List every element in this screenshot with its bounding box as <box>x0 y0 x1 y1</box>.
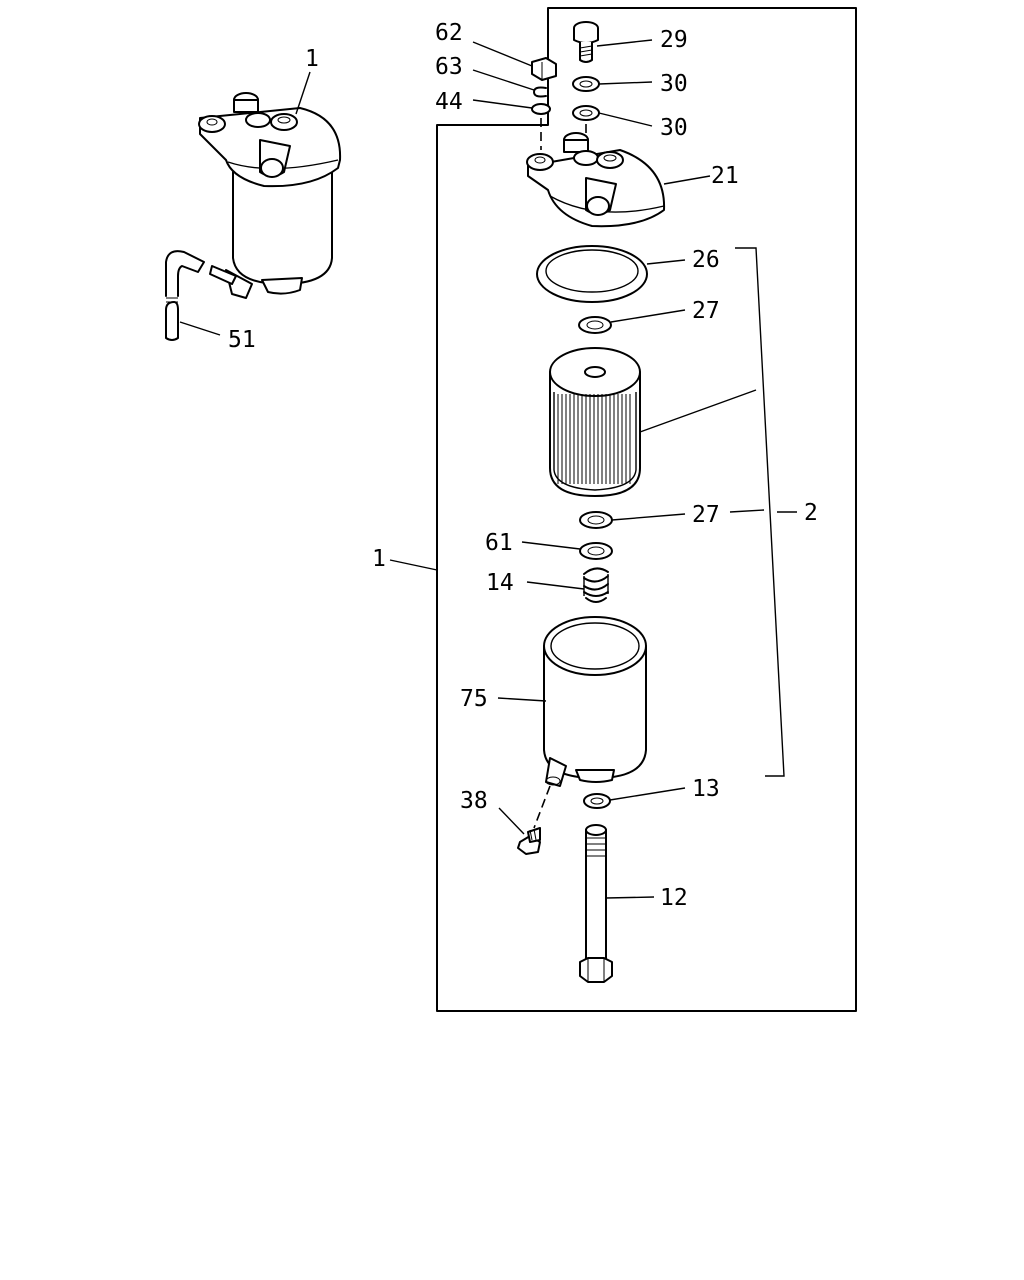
center-bolt-illustration <box>579 824 613 983</box>
callout-63: 63 <box>435 54 463 80</box>
filter-element-illustration <box>549 347 641 497</box>
washer-small-illustration <box>531 103 551 115</box>
plug-bolt-illustration <box>573 21 599 63</box>
o-ring-bottom-illustration <box>583 793 611 809</box>
head-gasket-illustration <box>536 245 648 303</box>
callout-27-upper: 27 <box>692 298 720 324</box>
drain-plug-illustration <box>517 827 541 855</box>
callout-51: 51 <box>228 327 256 353</box>
callout-26: 26 <box>692 247 720 273</box>
callout-21: 21 <box>711 163 739 189</box>
callout-75: 75 <box>460 686 488 712</box>
callout-13: 13 <box>692 776 720 802</box>
hose-illustration <box>165 250 205 341</box>
callout-12: 12 <box>660 885 688 911</box>
washer-upper-illustration <box>572 76 600 92</box>
callout-27-lower: 27 <box>692 502 720 528</box>
callout-44: 44 <box>435 89 463 115</box>
callout-1-inset: 1 <box>305 46 319 72</box>
drain-axis <box>533 785 551 829</box>
lock-ring-illustration <box>533 86 547 98</box>
seal-upper-illustration <box>578 316 612 334</box>
spring-illustration <box>583 567 609 603</box>
callout-29: 29 <box>660 27 688 53</box>
washer-spring-illustration <box>579 542 613 560</box>
callout-30-lower: 30 <box>660 115 688 141</box>
inset-assembly-illustration <box>165 92 342 341</box>
callout-61: 61 <box>485 530 513 556</box>
filter-pleats <box>557 394 631 484</box>
callout-30-upper: 30 <box>660 71 688 97</box>
bowl-illustration <box>543 616 647 787</box>
callout-1-main: 1 <box>372 546 386 572</box>
washer-lower-illustration <box>572 105 600 121</box>
kit-bracket <box>735 247 785 777</box>
filter-head-illustration <box>526 132 666 228</box>
callout-labels: 1 62 63 44 29 30 30 21 26 27 27 2 61 1 1… <box>228 20 818 911</box>
callout-14: 14 <box>486 570 514 596</box>
seal-lower-illustration <box>579 511 613 529</box>
callout-62: 62 <box>435 20 463 46</box>
nut-illustration <box>531 57 557 81</box>
leader-lines <box>179 39 797 899</box>
callout-2: 2 <box>804 500 818 526</box>
assembly-boundary <box>436 7 857 1012</box>
callout-38: 38 <box>460 788 488 814</box>
